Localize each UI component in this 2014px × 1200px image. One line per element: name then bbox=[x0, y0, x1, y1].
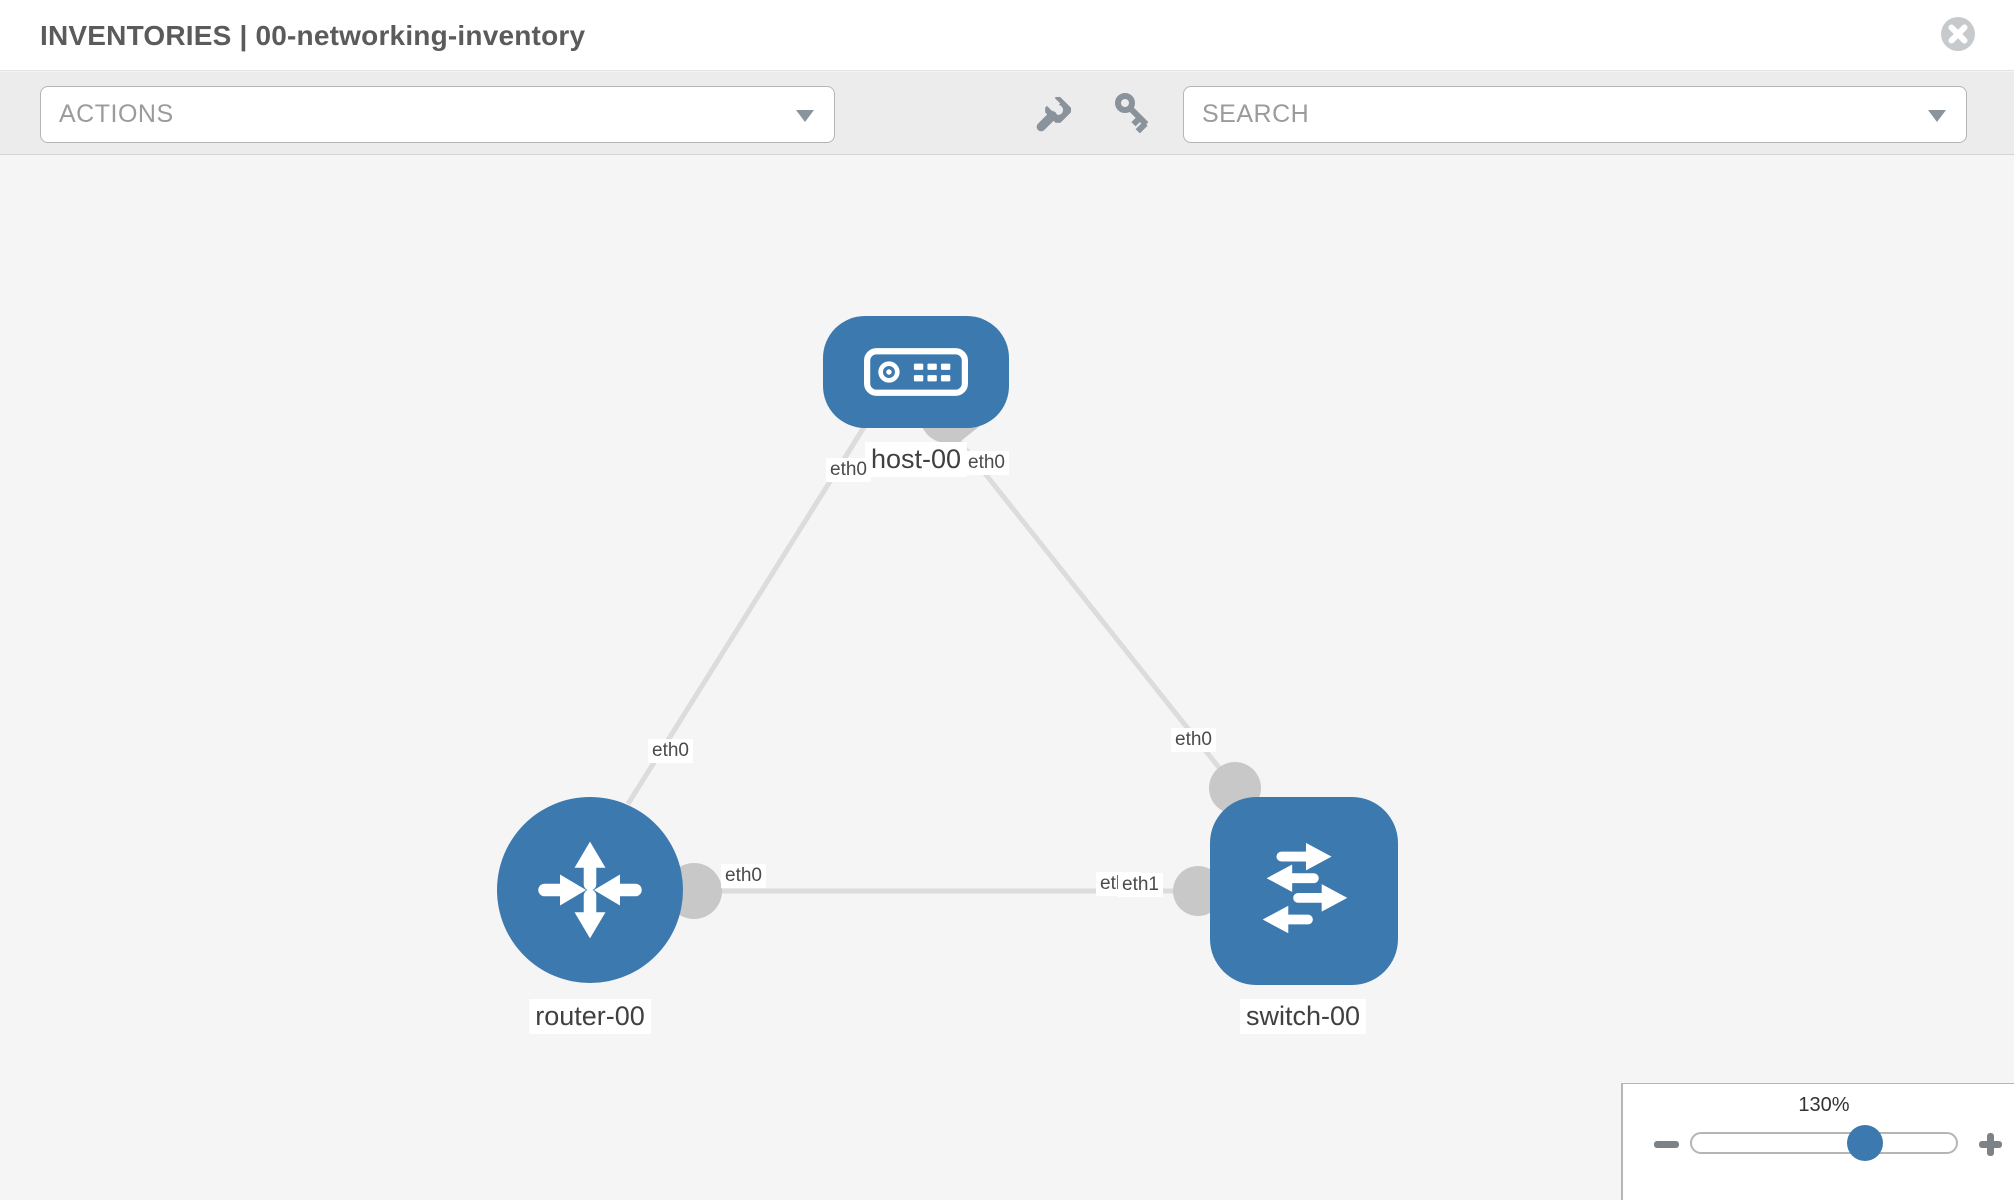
router-icon bbox=[538, 841, 642, 939]
key-icon bbox=[1115, 93, 1149, 134]
node-label-switch: switch-00 bbox=[1239, 999, 1367, 1034]
page-title: INVENTORIES | 00-networking-inventory bbox=[40, 20, 586, 51]
key-button[interactable] bbox=[1112, 92, 1158, 138]
topology-canvas[interactable]: host-00 router-00 switch-00 eth0 eth0 et… bbox=[0, 156, 2014, 1200]
wrench-icon bbox=[1036, 96, 1072, 132]
minus-icon bbox=[1653, 1140, 1679, 1148]
node-switch-00[interactable] bbox=[1210, 797, 1398, 985]
zoom-out-button[interactable] bbox=[1647, 1129, 1685, 1159]
search-dropdown-label: SEARCH bbox=[1202, 100, 1310, 128]
actions-dropdown-label: ACTIONS bbox=[59, 100, 174, 128]
chevron-down-icon bbox=[796, 109, 814, 122]
node-label-router: router-00 bbox=[529, 999, 651, 1034]
switch-icon bbox=[1262, 842, 1348, 934]
actions-dropdown[interactable]: ACTIONS bbox=[40, 86, 835, 143]
configure-button[interactable] bbox=[1030, 92, 1076, 138]
link-host-switch[interactable] bbox=[942, 420, 1238, 791]
interface-label: eth0 bbox=[826, 458, 871, 482]
toolbar: ACTIONS bbox=[0, 72, 2014, 155]
interface-label: eth1 bbox=[1118, 873, 1163, 897]
interface-label: eth0 bbox=[648, 739, 693, 763]
close-button[interactable] bbox=[1940, 16, 1976, 52]
close-icon bbox=[1941, 17, 1975, 51]
interface-label: eth0 bbox=[964, 451, 1009, 475]
zoom-slider-thumb[interactable] bbox=[1847, 1125, 1883, 1161]
host-icon bbox=[864, 348, 968, 396]
header: INVENTORIES | 00-networking-inventory bbox=[0, 0, 2014, 71]
interface-label: eth0 bbox=[721, 864, 766, 888]
zoom-level: 130% bbox=[1798, 1094, 1850, 1116]
chevron-down-icon bbox=[1928, 109, 1946, 122]
zoom-slider-track[interactable] bbox=[1690, 1125, 1958, 1161]
zoom-panel: 130% bbox=[1621, 1083, 2014, 1200]
node-host-00[interactable] bbox=[823, 316, 1009, 428]
interface-label: eth0 bbox=[1171, 728, 1216, 752]
node-label-host: host-00 bbox=[864, 442, 968, 477]
plus-icon bbox=[1978, 1132, 2002, 1156]
zoom-in-button[interactable] bbox=[1973, 1129, 2007, 1159]
node-router-00[interactable] bbox=[497, 797, 683, 983]
links-layer bbox=[625, 389, 1261, 919]
search-dropdown[interactable]: SEARCH bbox=[1183, 86, 1967, 143]
